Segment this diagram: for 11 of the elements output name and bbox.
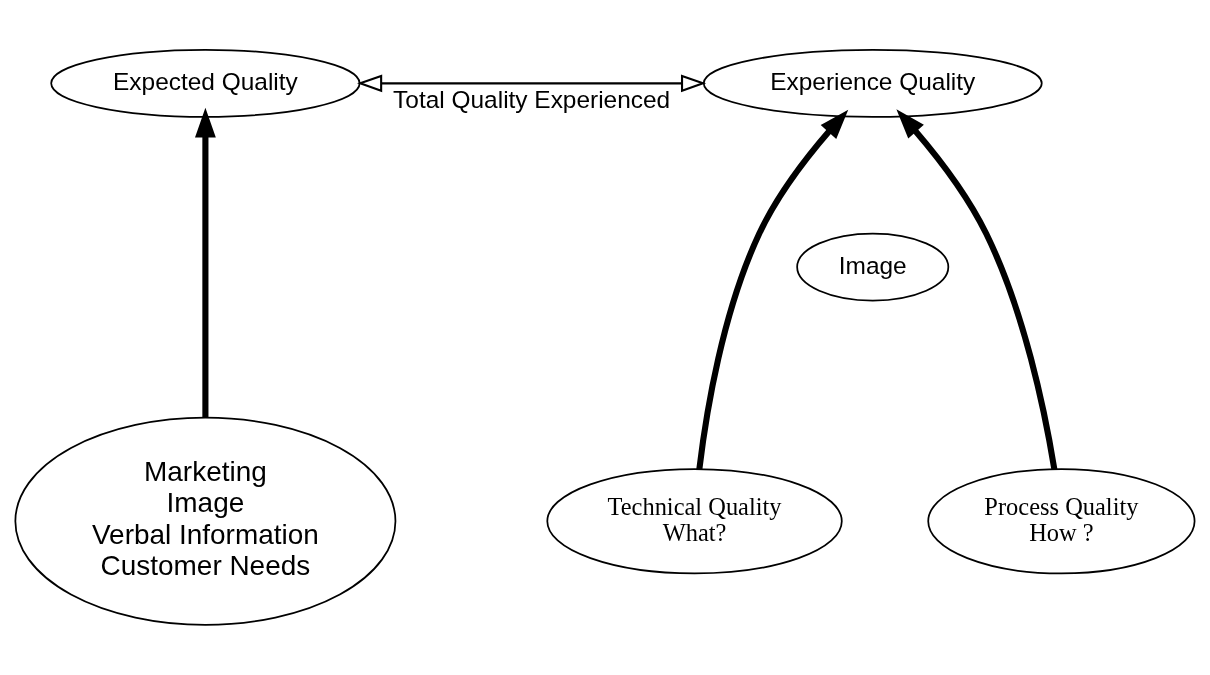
arrow	[696, 109, 849, 470]
edge-label: Total Quality Experienced	[393, 86, 671, 114]
arrow	[195, 107, 216, 418]
node-ellipse: Marketing Image Verbal Information Customer Needs	[14, 416, 397, 626]
node-ellipse: Technical Quality What?	[546, 468, 843, 575]
node-ellipse: Experience Quality	[702, 48, 1043, 118]
node-ellipse: Expected Quality	[50, 48, 361, 118]
arrow	[357, 74, 707, 93]
arrow	[896, 109, 1058, 470]
node-ellipse: Image	[796, 232, 950, 302]
node-ellipse: Process Quality How ?	[927, 468, 1196, 575]
